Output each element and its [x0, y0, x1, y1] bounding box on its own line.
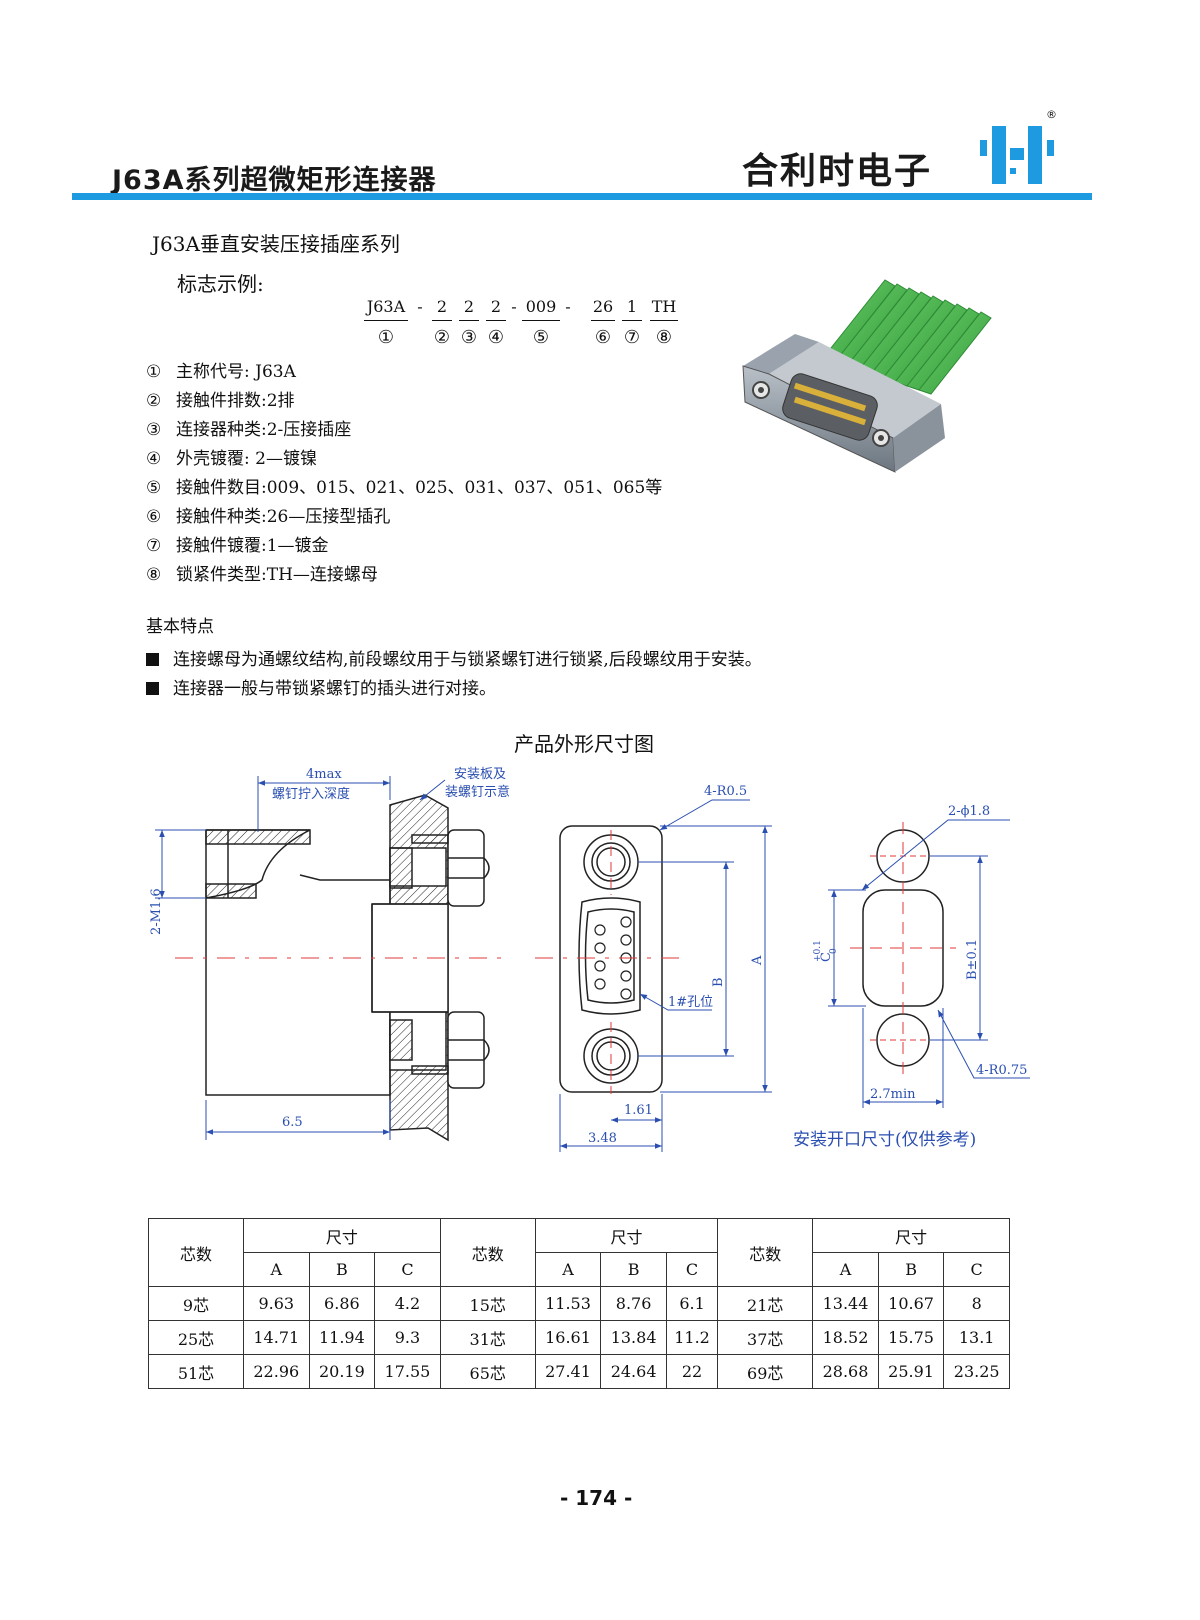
dim-c: C [819, 952, 834, 962]
table-header-row: 芯数 尺寸 芯数 尺寸 芯数 尺寸 [148, 1218, 1010, 1287]
code-part: 2 [463, 297, 475, 316]
cutout-caption: 安装开口尺寸(仅供参考) [793, 1130, 977, 1150]
label-panel-1: 安装板及 [454, 767, 506, 782]
code-number: ⑧ [655, 327, 673, 348]
drawing-title: 产品外形尺寸图 [514, 732, 654, 756]
dim-2-7min: 2.7min [870, 1087, 916, 1102]
page-number: - 174 - [560, 1486, 633, 1510]
col-header-count: 芯数 [148, 1218, 244, 1287]
code-sep: - [511, 297, 517, 316]
brand-logo-icon [980, 126, 1054, 184]
dim-4max: 4max [306, 767, 342, 782]
dim-r05: 4-R0.5 [704, 784, 747, 799]
col-header-size: 尺寸 [812, 1218, 1010, 1253]
dim-b: B [711, 977, 726, 987]
registered-mark: ® [1046, 108, 1057, 121]
code-part: 1 [626, 297, 638, 316]
dim-6-5: 6.5 [282, 1115, 303, 1130]
feature-item: 连接螺母为通螺纹结构,前段螺纹用于与锁紧螺钉进行锁紧,后段螺纹用于安装。 [146, 645, 762, 670]
connector-photo [742, 279, 992, 473]
code-number: ⑤ [532, 327, 550, 348]
header-rule [72, 193, 1092, 200]
code-part: 2 [436, 297, 448, 316]
code-number: ② [433, 327, 451, 348]
code-number: ① [377, 327, 395, 348]
code-number: ④ [487, 327, 505, 348]
col-header-size: 尺寸 [534, 1218, 719, 1253]
brand-name: 合利时电子 [742, 151, 933, 192]
label-pin1: 1#孔位 [668, 995, 713, 1010]
series-title: J63A垂直安装压接插座系列 [152, 232, 400, 256]
col-header-count: 芯数 [439, 1218, 536, 1287]
code-part: 26 [592, 297, 614, 316]
label-panel-2: 装螺钉示意 [445, 784, 510, 800]
features-title: 基本特点 [146, 617, 214, 637]
dim-b-tol: B±0.1 [965, 939, 980, 980]
dim-c-tol-lower: 0 [829, 948, 839, 954]
dim-screw-depth: 螺钉拧入深度 [272, 786, 350, 802]
code-part: 2 [490, 297, 502, 316]
dim-r075: 4-R0.75 [976, 1063, 1027, 1078]
dim-1-61: 1.61 [624, 1103, 653, 1118]
code-sep: - [565, 297, 571, 316]
dim-a: A [750, 955, 765, 966]
side-view [205, 794, 490, 1142]
dim-thread: 2-M1.6 [149, 888, 164, 935]
code-number: ③ [460, 327, 478, 348]
dim-holes: 2-ϕ1.8 [948, 804, 990, 819]
feature-item: 连接器一般与带锁紧螺钉的插头进行对接。 [146, 674, 496, 699]
col-header-count: 芯数 [717, 1218, 814, 1287]
code-part: TH [651, 297, 677, 316]
catalog-title: J63A系列超微矩形连接器 [112, 165, 437, 196]
code-part: J63A [366, 297, 406, 316]
code-part: 009 [525, 297, 557, 316]
col-header-size: 尺寸 [243, 1218, 441, 1253]
bullet-square-icon [146, 682, 159, 695]
code-sep: - [417, 297, 423, 316]
dim-3-48: 3.48 [588, 1131, 617, 1146]
code-number: ⑦ [623, 327, 641, 348]
dim-c-tol-upper: +0.1 [813, 940, 823, 962]
bullet-square-icon [146, 653, 159, 666]
code-number: ⑥ [594, 327, 612, 348]
example-title: 标志示例: [177, 272, 264, 296]
